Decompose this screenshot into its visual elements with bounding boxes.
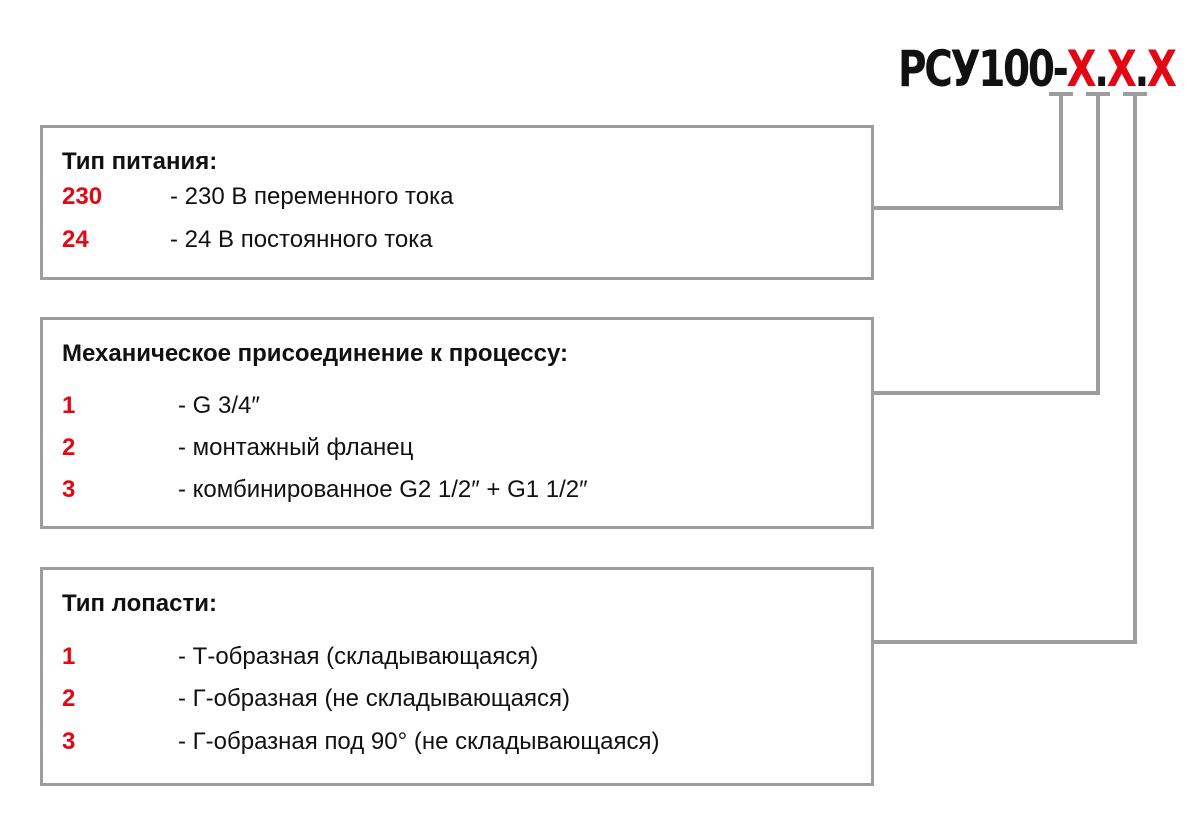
blade-item-desc: - Т-образная (складывающаяся) — [178, 643, 539, 670]
blade-item: 2 - Г-образная (не складывающаяся) — [62, 687, 570, 711]
connection-item-key: 1 — [62, 392, 76, 419]
connector-power — [874, 94, 1063, 210]
model-x2: X — [1106, 40, 1137, 98]
model-dot2: . — [1134, 40, 1149, 98]
blade-item-desc: - Г-образная (не складывающаяся) — [178, 685, 570, 712]
blade-item: 1 - Т-образная (складывающаяся) — [62, 645, 538, 669]
power-item: 24 - 24 В постоянного тока — [62, 228, 433, 252]
connection-title: Механическое присоединение к процессу: — [62, 340, 569, 367]
connector-blade — [874, 94, 1137, 644]
connector-connection — [874, 94, 1100, 395]
blade-item: 3 - Г-образная под 90° (не складывающаяс… — [62, 730, 659, 754]
blade-item-desc: - Г-образная под 90° (не складывающаяся) — [178, 728, 660, 755]
power-title: Тип питания: — [62, 148, 218, 175]
power-item: 230 - 230 В переменного тока — [62, 185, 453, 209]
model-x3: X — [1146, 40, 1177, 98]
blade-item-key: 2 — [62, 685, 76, 712]
power-item-key: 230 — [62, 183, 103, 210]
model-x1: X — [1066, 40, 1096, 98]
power-item-key: 24 — [62, 226, 89, 253]
connection-item-desc: - монтажный фланец — [178, 434, 414, 461]
model-code: РСУ100-X.X.X — [898, 44, 1177, 94]
power-item-desc: - 230 В переменного тока — [170, 183, 454, 210]
power-item-desc: - 24 В постоянного тока — [170, 226, 433, 253]
model-prefix: РСУ100- — [898, 40, 1069, 98]
connection-item-desc: - комбинированное G2 1/2″ + G1 1/2″ — [178, 476, 588, 503]
blade-item-key: 3 — [62, 728, 76, 755]
connection-item: 2 - монтажный фланец — [62, 436, 413, 460]
model-dot1: . — [1094, 40, 1109, 98]
connection-item: 3 - комбинированное G2 1/2″ + G1 1/2″ — [62, 478, 588, 502]
power-box: Тип питания: 230 - 230 В переменного ток… — [40, 125, 874, 280]
blade-box: Тип лопасти: 1 - Т-образная (складывающа… — [40, 567, 874, 786]
blade-item-key: 1 — [62, 643, 76, 670]
blade-title: Тип лопасти: — [62, 590, 217, 617]
connection-item-key: 2 — [62, 434, 76, 461]
connection-item-key: 3 — [62, 476, 76, 503]
connection-box: Механическое присоединение к процессу: 1… — [40, 317, 874, 529]
connection-item: 1 - G 3/4″ — [62, 394, 260, 418]
connection-item-desc: - G 3/4″ — [178, 392, 260, 419]
